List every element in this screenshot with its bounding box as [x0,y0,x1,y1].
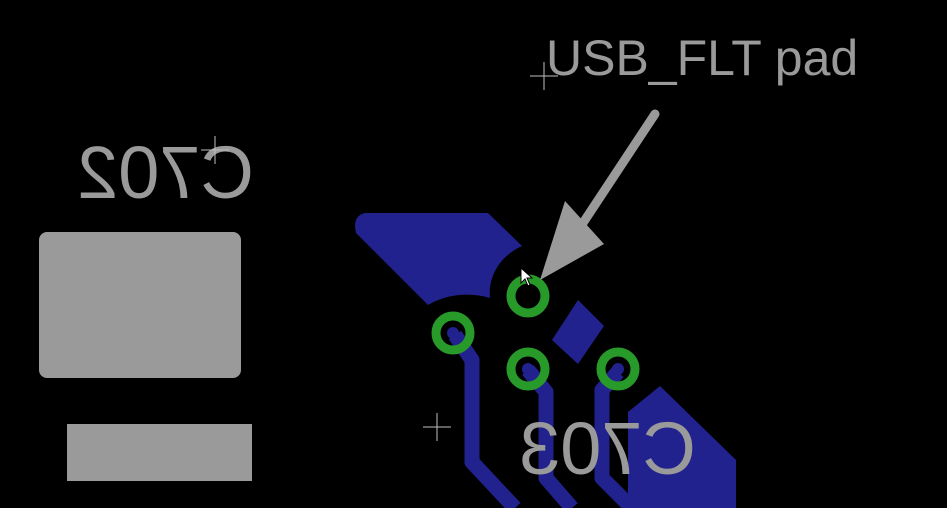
vias [431,274,640,391]
via-middle[interactable] [506,347,550,391]
annotation-arrow [540,109,660,280]
copper-pour-top-left [355,213,522,305]
copper-layer [355,213,736,508]
copper-pour-bottom-right [628,386,736,508]
via-left[interactable] [431,311,475,355]
ref-c703-label: C703 [519,407,696,490]
via-right[interactable] [596,347,640,391]
arrow-cursor-icon [520,266,534,287]
c702-pad[interactable] [39,232,241,378]
crosshair-icon [201,62,558,441]
c703-pad[interactable] [67,424,252,481]
via-usb-flt[interactable] [506,274,550,318]
trace-left [448,330,521,508]
ref-c702-label: C702 [77,131,254,214]
annotation-label: USB_FLT pad [546,30,858,86]
copper-diamond-pad [552,300,604,364]
